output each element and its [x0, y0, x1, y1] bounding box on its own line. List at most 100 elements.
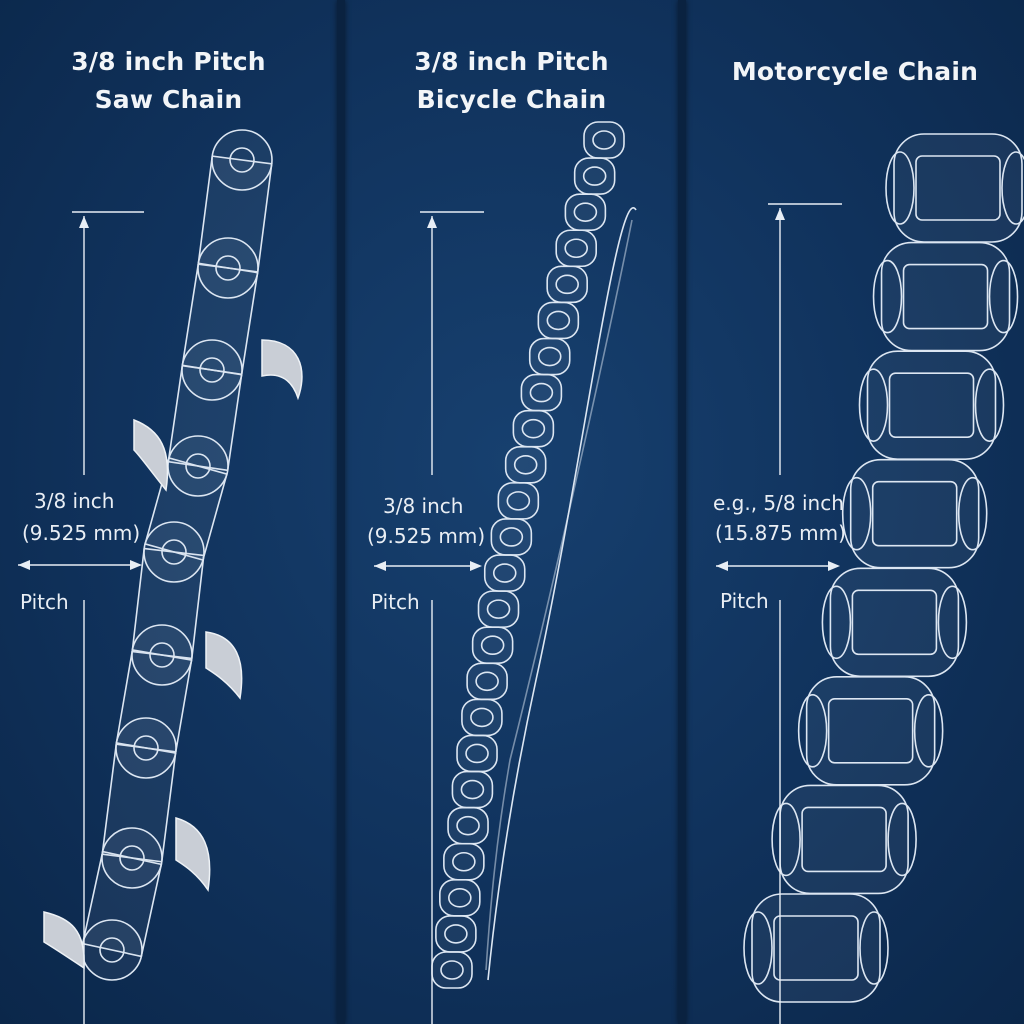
bicycle-chain-drawing [374, 121, 637, 1024]
roller [444, 924, 468, 944]
roller [582, 166, 607, 186]
side-plate [957, 476, 988, 551]
roller [480, 635, 505, 656]
saw-chain-drawing [18, 129, 303, 1024]
panel-motorcycle-chain: Motorcycle Chain e.g., 5/8 inch (15.875 … [686, 0, 1024, 1024]
roller [448, 888, 472, 908]
link-plate [131, 624, 193, 686]
roller [573, 202, 598, 222]
side-plate [797, 694, 828, 768]
roller [555, 274, 579, 295]
arrow-head [18, 560, 30, 570]
roller-bushing [915, 155, 1001, 221]
arrow-head [374, 561, 386, 571]
arrow-head [79, 216, 89, 228]
roller [513, 454, 538, 475]
roller-bushing [871, 480, 958, 547]
side-plate [937, 585, 968, 660]
roller [521, 418, 546, 439]
roller [546, 310, 571, 331]
pitch-label: Pitch [720, 589, 769, 613]
rivet [119, 845, 145, 871]
rivet [149, 642, 175, 668]
link-plate [211, 129, 273, 191]
side-plate [885, 151, 915, 225]
rivet [133, 735, 159, 761]
roller [486, 599, 511, 619]
roller-bushing [801, 806, 887, 873]
pitch-label: Pitch [20, 590, 69, 614]
pitch-dimension-mm: (9.525 mm) [367, 524, 486, 548]
link-plate [101, 827, 163, 889]
roller [456, 815, 480, 836]
rivet [215, 255, 241, 281]
rivet [185, 453, 211, 479]
panel-bicycle-chain: 3/8 inch Pitch Bicycle Chain 3/8 inch (9… [345, 0, 678, 1024]
arrow-head [828, 561, 840, 571]
roller [440, 960, 464, 980]
side-plate [1001, 151, 1024, 225]
roller [475, 671, 499, 692]
roller [465, 743, 489, 764]
title-line-2: Saw Chain [94, 85, 243, 114]
rivet [229, 147, 255, 173]
arrow-head [130, 560, 142, 570]
panel-title: 3/8 inch Pitch Bicycle Chain [345, 43, 678, 119]
roller [592, 130, 616, 150]
chain-link [751, 893, 881, 1003]
pitch-dimension-mm: (15.875 mm) [715, 521, 846, 545]
panel-divider-right [678, 0, 686, 1024]
roller-bushing [827, 698, 914, 764]
side-plate [821, 585, 852, 660]
roller [452, 851, 476, 872]
pitch-label: Pitch [371, 590, 420, 614]
cutter-tooth [133, 418, 169, 492]
side-plate [743, 911, 773, 985]
title-line-1: 3/8 inch Pitch [414, 47, 609, 76]
rivet [99, 937, 125, 963]
roller [529, 382, 554, 403]
link-plate [181, 339, 243, 401]
side-plate [841, 476, 872, 551]
pitch-dimension-inch: e.g., 5/8 inch [713, 491, 844, 515]
roller-bushing [851, 589, 938, 656]
rivet [161, 539, 187, 565]
arrow-head [470, 561, 482, 571]
panel-title: Motorcycle Chain [686, 53, 1024, 91]
side-plate [771, 802, 801, 877]
title-line-1: Motorcycle Chain [731, 57, 979, 86]
roller [564, 238, 589, 259]
link-plate [197, 237, 259, 299]
roller [537, 346, 562, 367]
roller-bushing [773, 915, 859, 981]
panel-saw-chain: 3/8 inch Pitch Saw Chain 3/8 inch (9.525… [0, 0, 337, 1024]
side-plate [913, 694, 944, 768]
panel-divider-left [337, 0, 345, 1024]
sprocket-arc [485, 219, 633, 971]
roller [460, 779, 485, 800]
arrow-head [716, 561, 728, 571]
pitch-dimension-inch: 3/8 inch [383, 494, 464, 518]
roller [492, 563, 517, 583]
pitch-dimension-mm: (9.525 mm) [22, 521, 141, 545]
sprocket-arc [487, 207, 637, 981]
motorcycle-chain-drawing [716, 133, 1024, 1024]
side-plate [887, 802, 917, 877]
roller-bushing [902, 263, 989, 330]
cutter-tooth [261, 339, 303, 401]
side-plate [872, 259, 903, 334]
side-plate [988, 259, 1019, 334]
link-plate [143, 521, 205, 583]
roller-bushing [888, 372, 975, 438]
link-plate [115, 717, 177, 779]
side-plate [859, 911, 889, 985]
title-line-1: 3/8 inch Pitch [71, 47, 266, 76]
rivet [199, 357, 225, 383]
side-plate [974, 368, 1005, 442]
arrow-head [427, 216, 437, 228]
panel-title: 3/8 inch Pitch Saw Chain [0, 43, 337, 119]
cutter-tooth [175, 817, 211, 893]
cutter-tooth [205, 631, 243, 700]
